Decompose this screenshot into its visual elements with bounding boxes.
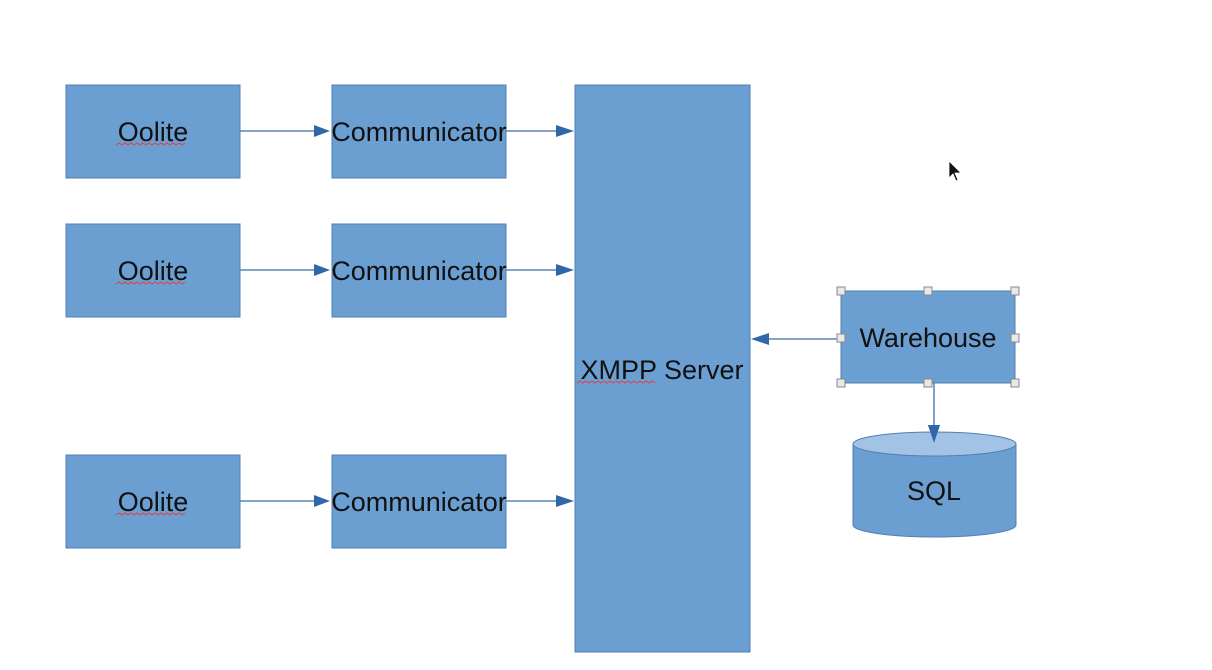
node-label: Oolite — [118, 487, 189, 517]
resize-handle-n[interactable] — [923, 286, 933, 296]
resize-handle-nw[interactable] — [836, 286, 846, 296]
resize-handle-s[interactable] — [923, 378, 933, 388]
mouse-cursor-icon — [948, 160, 962, 182]
arrowhead — [751, 333, 769, 345]
node-label: Communicator — [331, 117, 507, 147]
node-sql[interactable]: SQL — [852, 431, 1017, 538]
spellcheck-underline — [576, 380, 656, 384]
node-label: Warehouse — [859, 323, 996, 353]
node-communicator-2[interactable]: Communicator — [331, 223, 507, 318]
node-oolite-1[interactable]: Oolite — [65, 84, 241, 179]
node-label: Oolite — [118, 256, 189, 286]
edges — [240, 125, 940, 507]
resize-handle-ne[interactable] — [1010, 286, 1020, 296]
arrowhead — [556, 495, 574, 507]
node-label: Communicator — [331, 487, 507, 517]
node-communicator-1[interactable]: Communicator — [331, 84, 507, 179]
node-label: Oolite — [118, 117, 189, 147]
node-label: SQL — [907, 476, 961, 506]
resize-handle-se[interactable] — [1010, 378, 1020, 388]
resize-handle-sw[interactable] — [836, 378, 846, 388]
spellcheck-underline — [115, 512, 186, 516]
node-oolite-3[interactable]: Oolite — [65, 454, 241, 549]
spellcheck-underline — [115, 281, 186, 285]
node-label: XMPP Server — [580, 355, 743, 385]
node-communicator-3[interactable]: Communicator — [331, 454, 507, 549]
node-label: Communicator — [331, 256, 507, 286]
arrowhead — [314, 264, 330, 276]
arrowhead — [556, 264, 574, 276]
spellcheck-underline — [115, 142, 186, 146]
arrowhead — [314, 125, 330, 137]
node-oolite-2[interactable]: Oolite — [65, 223, 241, 318]
resize-handle-e[interactable] — [1010, 333, 1020, 343]
arrowhead — [556, 125, 574, 137]
arrowhead — [928, 425, 940, 443]
arrowhead — [314, 495, 330, 507]
resize-handle-w[interactable] — [836, 333, 846, 343]
node-xmpp-server[interactable]: XMPP Server — [574, 84, 751, 653]
cylinder-body — [852, 443, 1017, 538]
selection-handles[interactable] — [836, 286, 1020, 388]
node-warehouse[interactable]: Warehouse — [836, 286, 1020, 388]
